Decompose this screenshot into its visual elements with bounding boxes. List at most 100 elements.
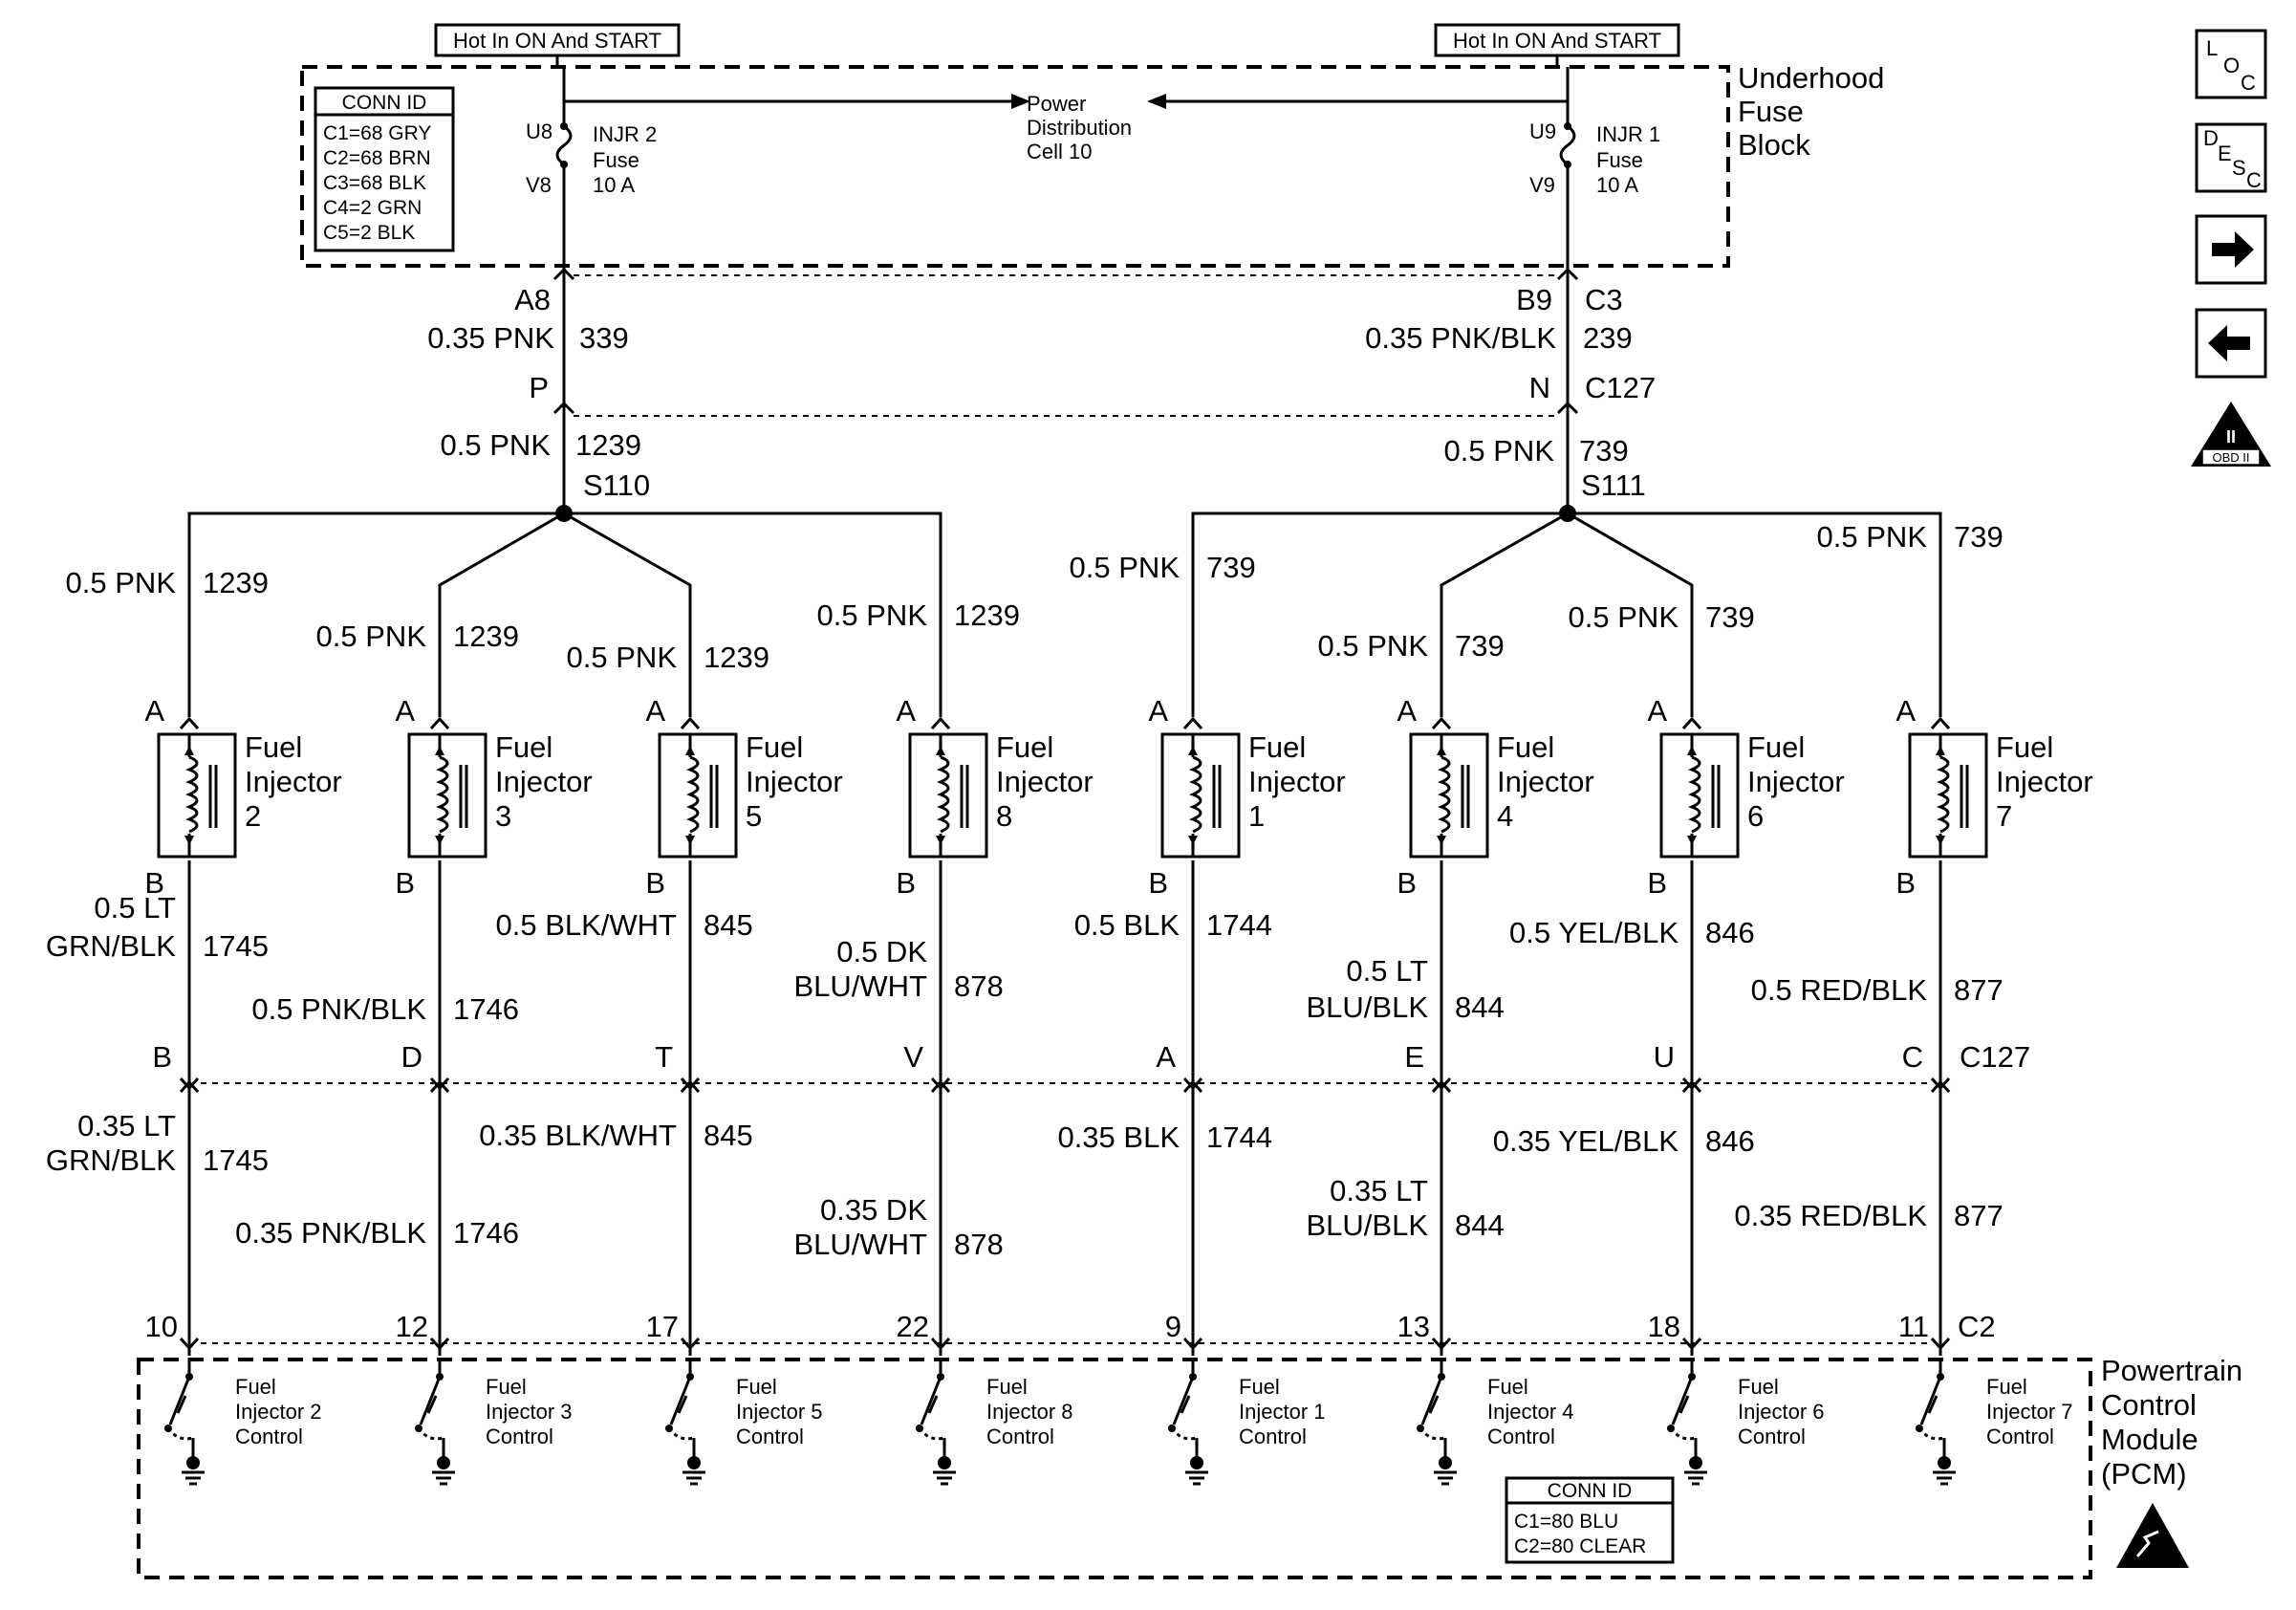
- control-label: Control: [986, 1425, 1054, 1448]
- control-label: Injector 7: [1986, 1400, 2073, 1424]
- injector-name: Injector: [1497, 765, 1594, 798]
- feed-left-term: A8: [514, 283, 551, 316]
- c127-terminal: E: [1404, 1040, 1424, 1074]
- ground-icon: [1933, 1456, 1956, 1486]
- fuse-in-terminal: U8: [526, 120, 552, 143]
- out-circuit-number: 844: [1455, 990, 1505, 1024]
- obd2-label: OBD II: [2212, 450, 2249, 465]
- pcm: Powertrain Control Module (PCM) CONN ID …: [137, 1354, 2242, 1579]
- pcm-wire-label: 0.35 LT: [1330, 1174, 1428, 1208]
- pcm-pin-number: 12: [396, 1310, 428, 1343]
- coil-icon: [1937, 755, 1950, 834]
- fuse-label-3: 10 A: [1596, 173, 1638, 197]
- out-circuit-number: 878: [954, 969, 1004, 1003]
- injector-name: Injector: [1747, 765, 1845, 798]
- power-dist-label-1: Power: [1027, 92, 1086, 116]
- prev-arrow-button[interactable]: [2195, 308, 2267, 379]
- c127-terminal: D: [401, 1040, 422, 1074]
- terminal-a: A: [896, 694, 916, 728]
- branch-right: [1191, 511, 1942, 717]
- control-label: Fuel: [986, 1375, 1028, 1399]
- injector-name: Fuel: [495, 730, 552, 764]
- feed-right-term: B9: [1516, 283, 1552, 316]
- injector-number: 5: [746, 799, 762, 833]
- desc-button[interactable]: D E S C: [2195, 122, 2267, 193]
- pcm-circuit-number: 845: [704, 1119, 753, 1152]
- obd2-button[interactable]: II OBD II: [2191, 402, 2271, 467]
- feed-left-circuit: 339: [579, 321, 629, 355]
- fuse-label-2: Fuse: [593, 148, 639, 172]
- control-label: Control: [486, 1425, 553, 1448]
- out-wire-label: 0.5 BLK: [1074, 908, 1180, 942]
- injector-name: Injector: [996, 765, 1094, 798]
- injector-name: Fuel: [1497, 730, 1554, 764]
- control-label: Injector 8: [986, 1400, 1073, 1424]
- pcm-wire-label: 0.35 LT: [77, 1109, 176, 1142]
- fuse-label-1: INJR 1: [1596, 122, 1660, 146]
- feed-circuit-number: 739: [1954, 520, 2004, 554]
- pcm-conn-id-box: CONN ID C1=80 BLU C2=80 CLEAR: [1505, 1476, 1675, 1564]
- loc-letter-l: L: [2206, 36, 2218, 60]
- desc-letter-c: C: [2246, 168, 2262, 192]
- ground-icon: [933, 1456, 956, 1486]
- pcm-circuit-number: 1746: [453, 1216, 519, 1250]
- terminal-b: B: [1647, 866, 1667, 900]
- terminal-a: A: [1397, 694, 1417, 728]
- desc-letter-e: E: [2218, 141, 2232, 165]
- out-circuit-number: 1745: [203, 929, 269, 963]
- loc-button[interactable]: L O C: [2195, 29, 2267, 99]
- pcm-wire-label: BLU/BLK: [1306, 1208, 1428, 1242]
- pcm-circuit-number: 844: [1455, 1208, 1505, 1242]
- pcm-circuit-number: 846: [1705, 1124, 1755, 1158]
- out-circuit-number: 1744: [1206, 908, 1272, 942]
- control-label: Injector 1: [1239, 1400, 1326, 1424]
- coil-icon: [185, 755, 199, 834]
- fuse-label-3: 10 A: [593, 173, 635, 197]
- ground-icon: [1684, 1456, 1707, 1486]
- obd2-roman: II: [2226, 427, 2236, 446]
- control-label: Injector 5: [736, 1400, 823, 1424]
- out-circuit-number: 1746: [453, 992, 519, 1026]
- pcm-wire-label: 0.35 PNK/BLK: [235, 1216, 426, 1250]
- pcm-wire-label: BLU/WHT: [794, 1228, 928, 1261]
- fuse-out-terminal: V9: [1529, 173, 1555, 197]
- terminal-b: B: [1895, 866, 1916, 900]
- c127-terminal: C: [1902, 1040, 1923, 1074]
- next-arrow-button[interactable]: [2195, 214, 2267, 285]
- terminal-a: A: [144, 694, 164, 728]
- c127-terminal: V: [903, 1040, 923, 1074]
- pcm-label-4: (PCM): [2101, 1457, 2187, 1490]
- pcm-wire-label: 0.35 YEL/BLK: [1493, 1124, 1679, 1158]
- pcm-pin-number: 10: [145, 1310, 178, 1343]
- pcm-conn-id-c1: C1=80 BLU: [1514, 1511, 1618, 1533]
- feed-wire-label: 0.5 PNK: [1817, 520, 1928, 554]
- pcm-pin-number: 22: [897, 1310, 929, 1343]
- feed-circuit-number: 1239: [453, 620, 519, 653]
- injector-name: Fuel: [1248, 730, 1306, 764]
- injector-name: Fuel: [1996, 730, 2053, 764]
- injector-name: Fuel: [1747, 730, 1805, 764]
- coil-icon: [436, 755, 449, 834]
- pcm-outline: [137, 1358, 2092, 1579]
- control-label: Fuel: [1239, 1375, 1280, 1399]
- feed-left-wire: 0.35 PNK: [427, 321, 554, 355]
- terminal-a: A: [1895, 694, 1916, 728]
- injector-name: Injector: [495, 765, 593, 798]
- coil-icon: [937, 755, 950, 834]
- fuse-label-1: INJR 2: [593, 122, 657, 146]
- feed-right-conn: C3: [1585, 283, 1623, 316]
- power-dist-label-3: Cell 10: [1027, 140, 1092, 163]
- coil-icon: [1438, 755, 1451, 834]
- control-label: Fuel: [736, 1375, 777, 1399]
